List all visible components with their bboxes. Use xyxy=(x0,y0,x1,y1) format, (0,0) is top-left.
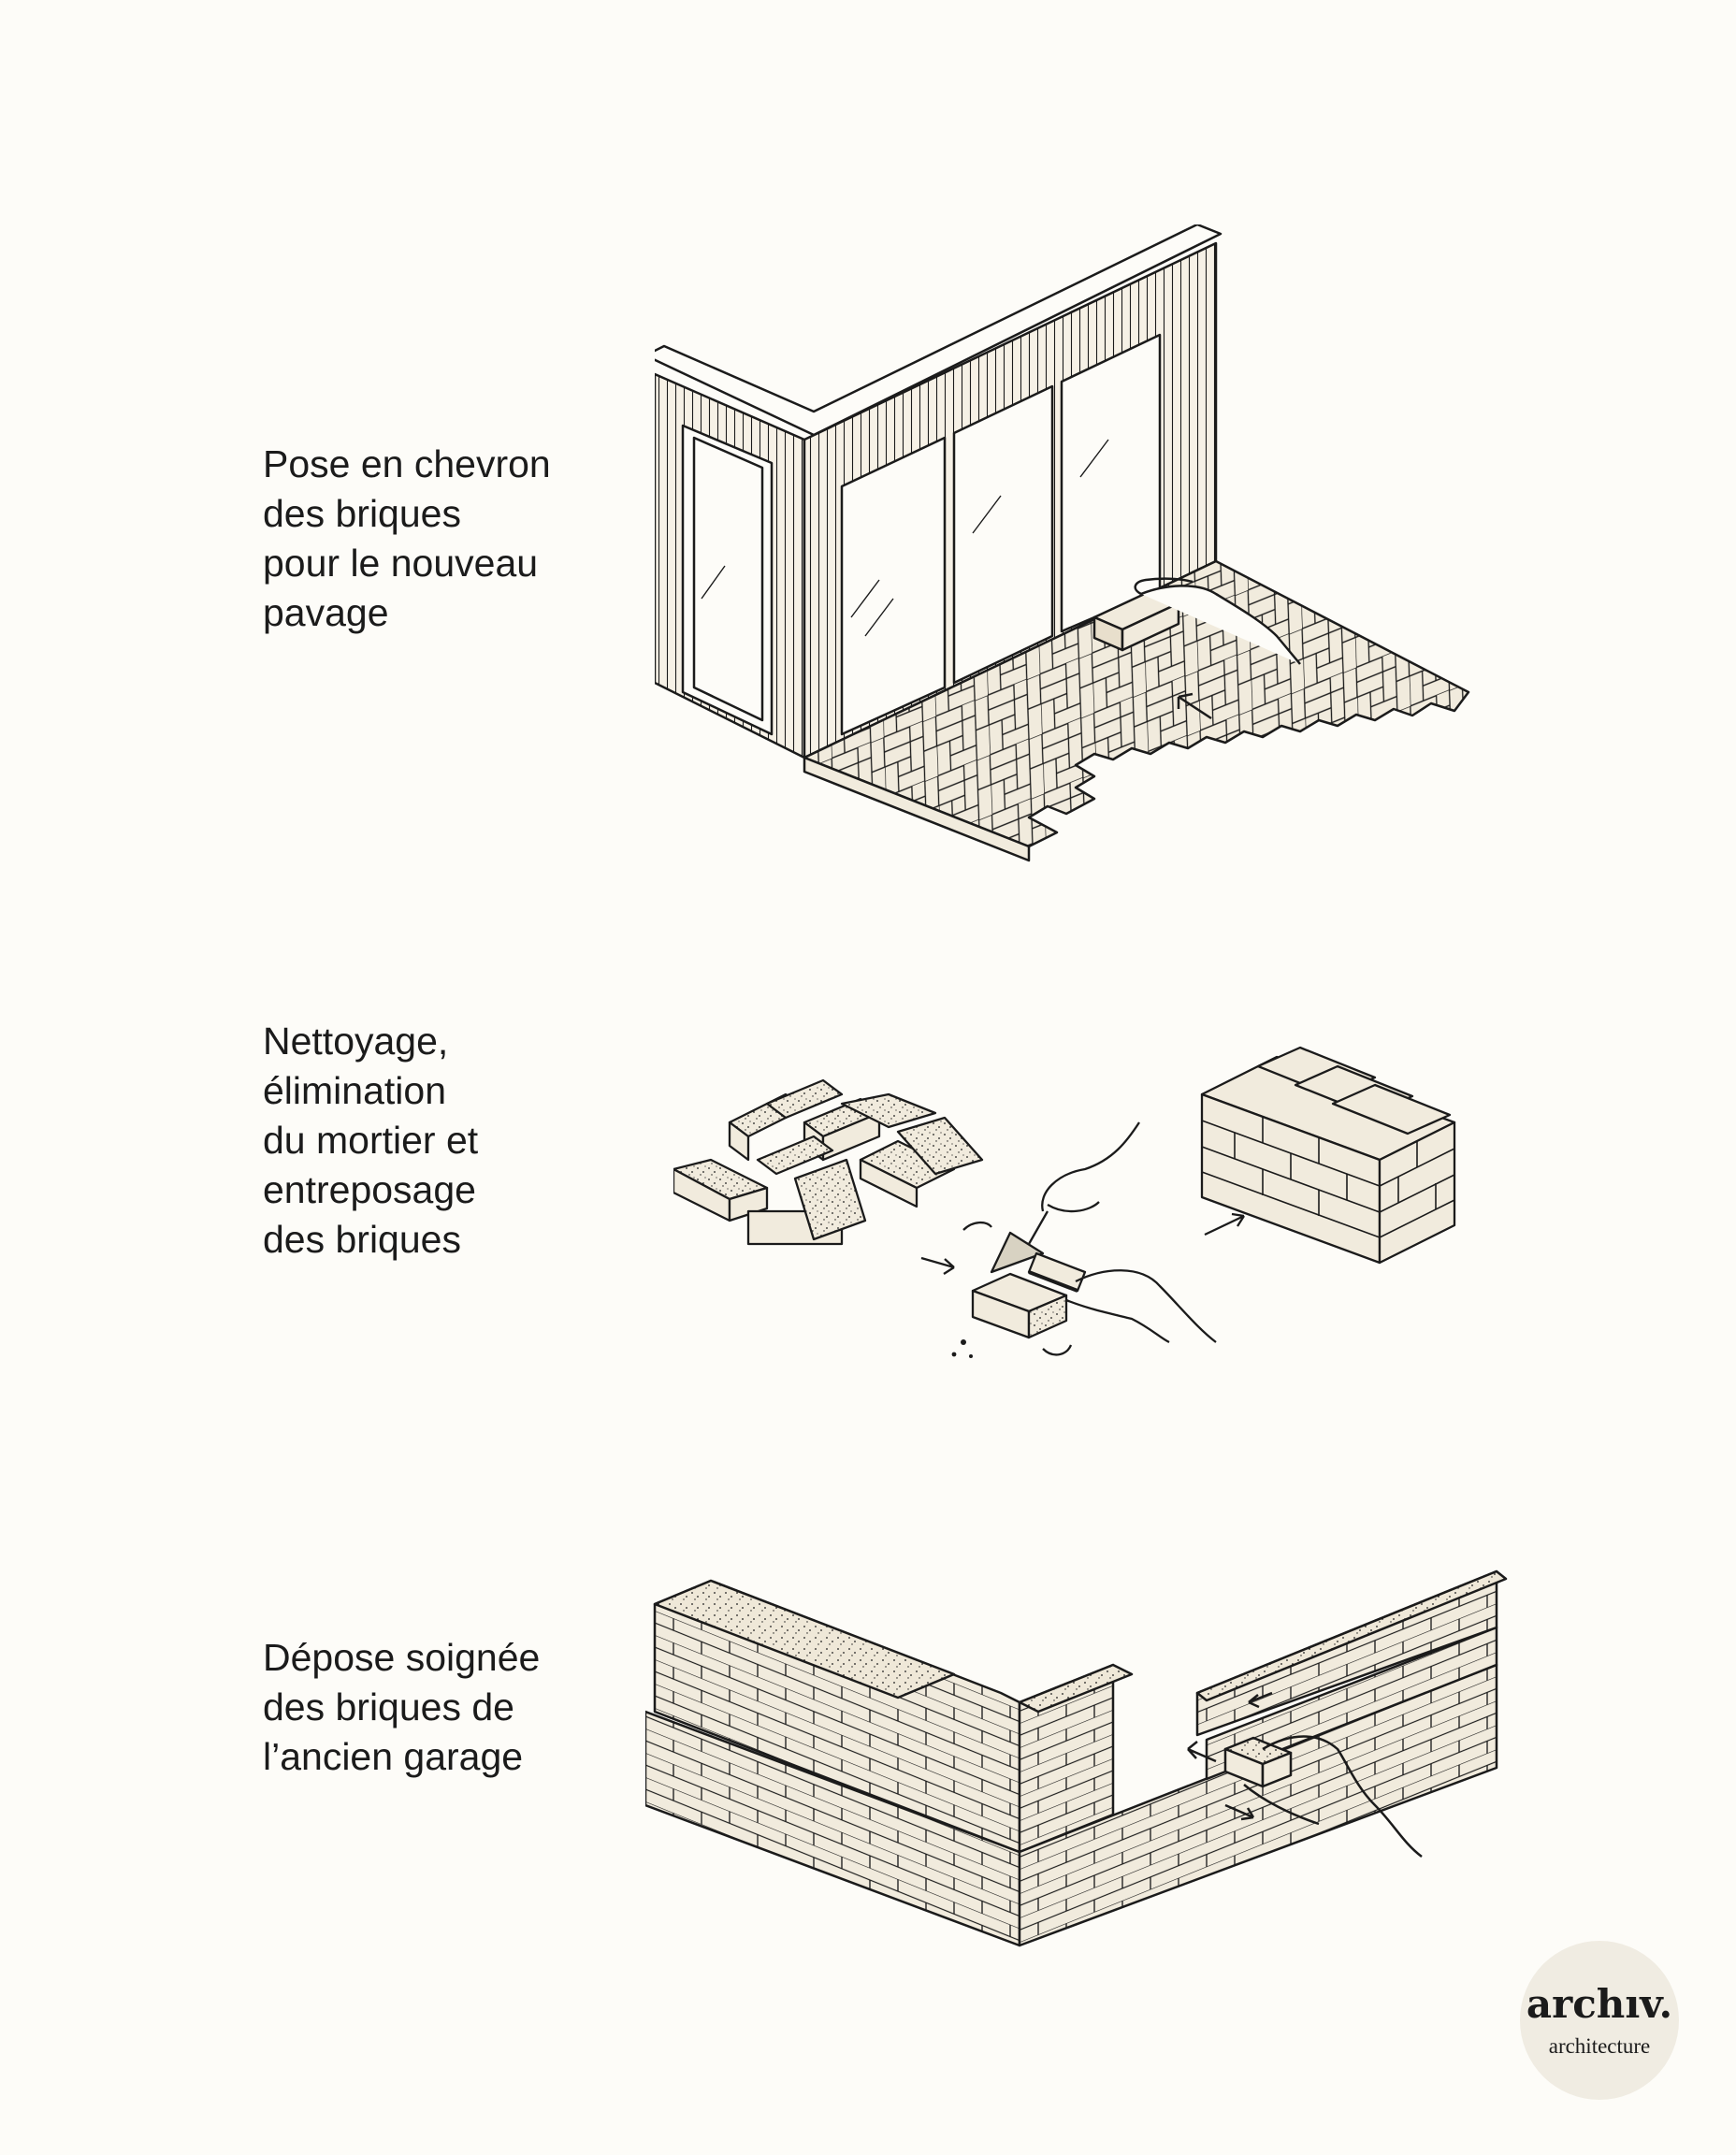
brick-cleaning-illustration xyxy=(673,1046,1456,1358)
stored-brick-stack xyxy=(1200,1046,1456,1265)
step-2-caption: Nettoyage, élimination du mortier et ent… xyxy=(263,1020,479,1261)
brick-wall-removal-illustration xyxy=(645,1569,1508,1947)
brick-pile xyxy=(673,1078,984,1246)
step-1-caption: Pose en chevron des briques pour le nouv… xyxy=(263,442,551,634)
logo-subtitle: architecture xyxy=(1548,2034,1651,2058)
archiv-logo-badge: archıv. architecture xyxy=(1520,1941,1679,2100)
logo-mark: archıv. xyxy=(1526,1981,1673,2027)
herringbone-paving-illustration xyxy=(655,224,1470,862)
step-3-caption: Dépose soignée des briques de l’ancien g… xyxy=(263,1636,541,1778)
